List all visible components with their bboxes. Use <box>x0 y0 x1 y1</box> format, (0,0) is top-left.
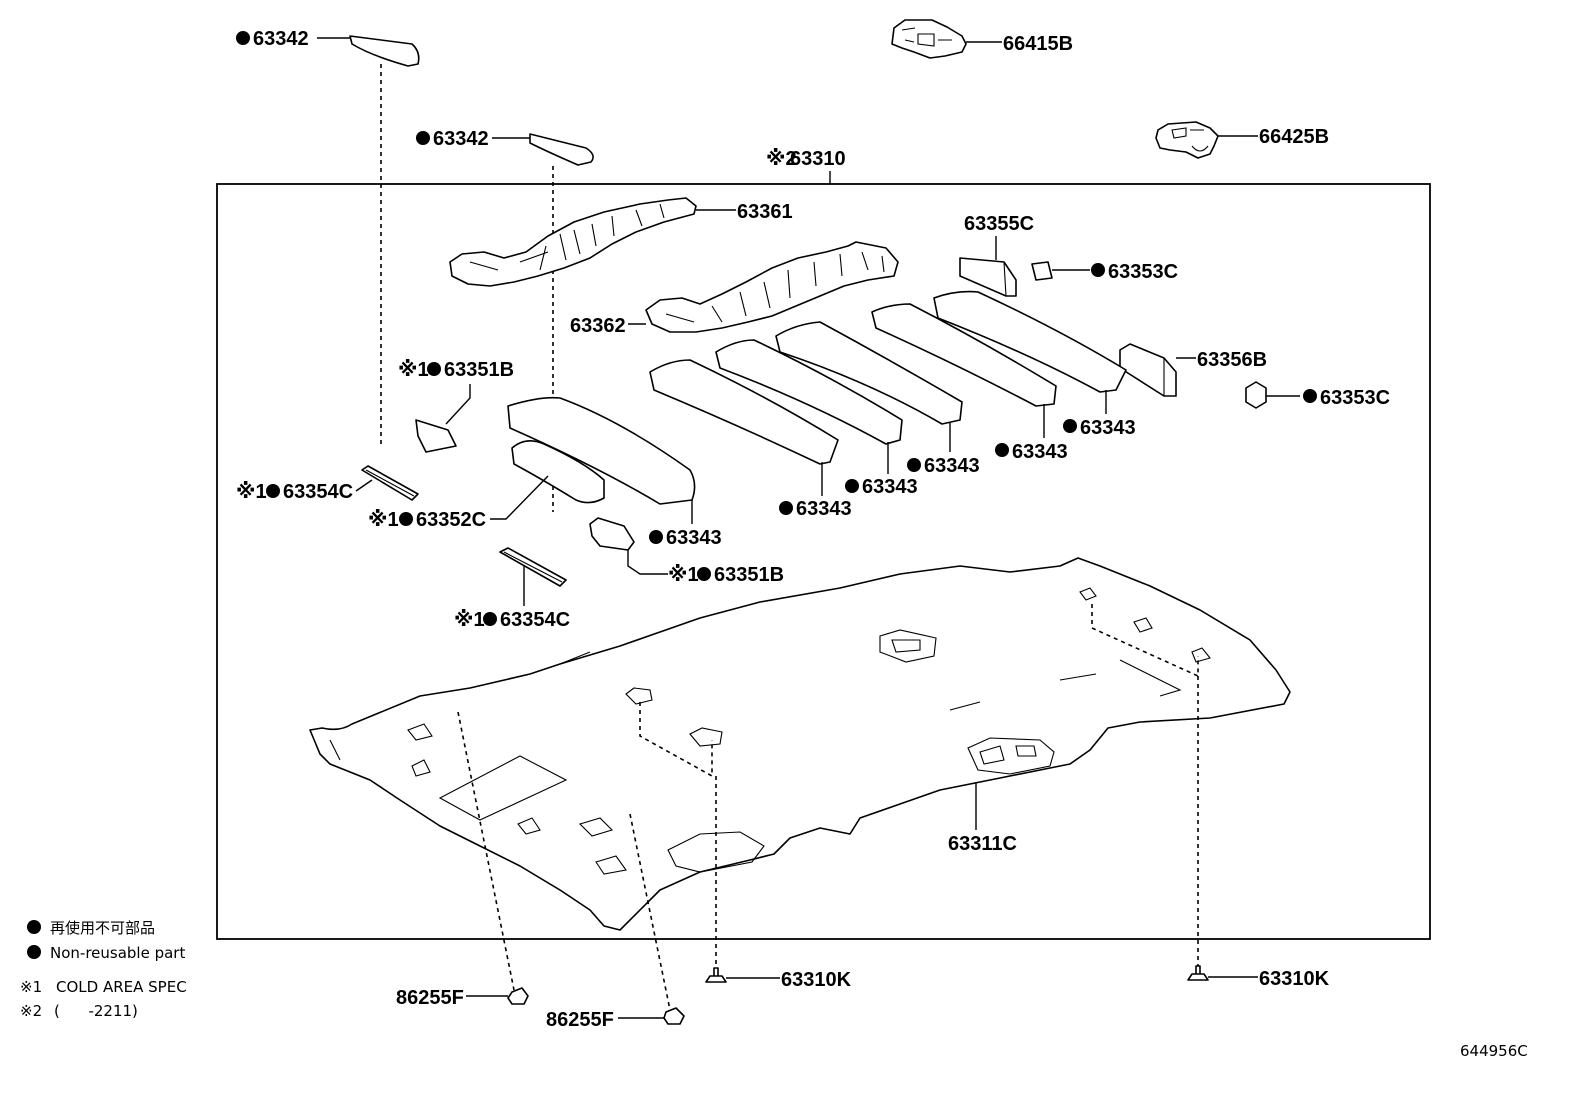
pad-63343-6 <box>933 290 1127 393</box>
part-63310K-b <box>1187 965 1209 981</box>
black-dot-icon <box>697 567 711 581</box>
black-dot-icon <box>399 512 413 526</box>
legend-nonreusable-jp: 再使用不可部品 <box>50 919 155 937</box>
dashed-guide <box>629 813 671 1011</box>
black-dot-icon <box>1091 263 1105 277</box>
legend-note1-mark: ※1 <box>20 978 42 996</box>
label-63352C-mark: ※1 <box>368 509 399 531</box>
label-63343-6: 63343 <box>1080 417 1136 439</box>
part-63355C <box>959 257 1017 297</box>
part-63362 <box>645 241 899 333</box>
legend-nonreusable-en: Non-reusable part <box>50 944 185 962</box>
part-63356B <box>1119 343 1177 397</box>
part-63342-a <box>349 35 420 67</box>
label-63343-4: 63343 <box>924 455 980 477</box>
label-63342-b: 63342 <box>433 128 489 150</box>
assembly-number-label: 63310 <box>790 148 846 170</box>
black-dot-icon <box>416 131 430 145</box>
black-dot-icon <box>845 479 859 493</box>
black-dot-icon <box>995 443 1009 457</box>
label-63354C-a: 63354C <box>283 481 353 503</box>
black-dot-icon <box>27 945 41 959</box>
label-63351B-a: 63351B <box>444 359 514 381</box>
pad-63343-3 <box>715 339 903 445</box>
label-63356B: 63356B <box>1197 349 1267 371</box>
black-dot-icon <box>266 484 280 498</box>
assembly-frame <box>216 183 1431 940</box>
part-63342-b <box>529 133 594 166</box>
dashed-guide <box>639 702 713 778</box>
label-66415B: 66415B <box>1003 33 1073 55</box>
part-66415B <box>891 19 967 59</box>
diagram-id: 644956C <box>1460 1042 1528 1060</box>
part-66425B <box>1155 121 1219 159</box>
black-dot-icon <box>483 612 497 626</box>
label-63343-5: 63343 <box>1012 441 1068 463</box>
label-63354C-b: 63354C <box>500 609 570 631</box>
legend-note1-text: COLD AREA SPEC <box>56 978 187 996</box>
label-63351B-b-mark: ※1 <box>668 564 699 586</box>
label-63355C: 63355C <box>964 213 1034 235</box>
black-dot-icon <box>649 530 663 544</box>
label-63362: 63362 <box>570 315 626 337</box>
part-63351B-b <box>589 517 635 551</box>
part-86255F-a <box>507 987 529 1005</box>
label-63310K-a: 63310K <box>781 969 852 991</box>
black-dot-icon <box>236 31 250 45</box>
label-86255F-a: 86255F <box>396 987 464 1009</box>
dashed-guide <box>1091 604 1199 678</box>
assembly-mark: ※2 <box>766 148 797 170</box>
label-63352C: 63352C <box>416 509 486 531</box>
label-63343-1: 63343 <box>666 527 722 549</box>
part-63310K-a <box>705 967 727 983</box>
label-63354C-b-mark: ※1 <box>454 609 485 631</box>
label-63343-3: 63343 <box>862 476 918 498</box>
label-66425B: 66425B <box>1259 126 1329 148</box>
label-63310K-b: 63310K <box>1259 968 1330 990</box>
black-dot-icon <box>1303 389 1317 403</box>
label-63351B-b: 63351B <box>714 564 784 586</box>
label-63353C-a: 63353C <box>1108 261 1178 283</box>
part-63311C-headliner <box>309 557 1291 931</box>
pad-63343-5 <box>871 303 1057 407</box>
label-63311C: 63311C <box>948 833 1017 855</box>
part-63353C-b <box>1245 381 1267 409</box>
pad-63343-1 <box>507 396 696 505</box>
label-86255F-b: 86255F <box>546 1009 614 1031</box>
black-dot-icon <box>1063 419 1077 433</box>
label-63351B-a-mark: ※1 <box>398 359 429 381</box>
black-dot-icon <box>27 920 41 934</box>
part-63361 <box>449 197 697 287</box>
label-63342-a: 63342 <box>253 28 309 50</box>
pad-63343-2 <box>649 359 839 465</box>
part-86255F-b <box>663 1007 685 1025</box>
part-63351B-a <box>415 419 457 453</box>
black-dot-icon <box>427 362 441 376</box>
label-63354C-a-mark: ※1 <box>236 481 267 503</box>
black-dot-icon <box>907 458 921 472</box>
pad-63343-4 <box>775 321 963 425</box>
label-63361: 63361 <box>737 201 793 223</box>
legend-note2-mark: ※2 <box>20 1002 42 1020</box>
label-63343-2: 63343 <box>796 498 852 520</box>
part-63353C-a <box>1031 261 1053 281</box>
label-63353C-b: 63353C <box>1320 387 1390 409</box>
part-63352C <box>511 440 605 504</box>
black-dot-icon <box>779 501 793 515</box>
legend-note2-text: ( -2211) <box>54 1002 138 1020</box>
